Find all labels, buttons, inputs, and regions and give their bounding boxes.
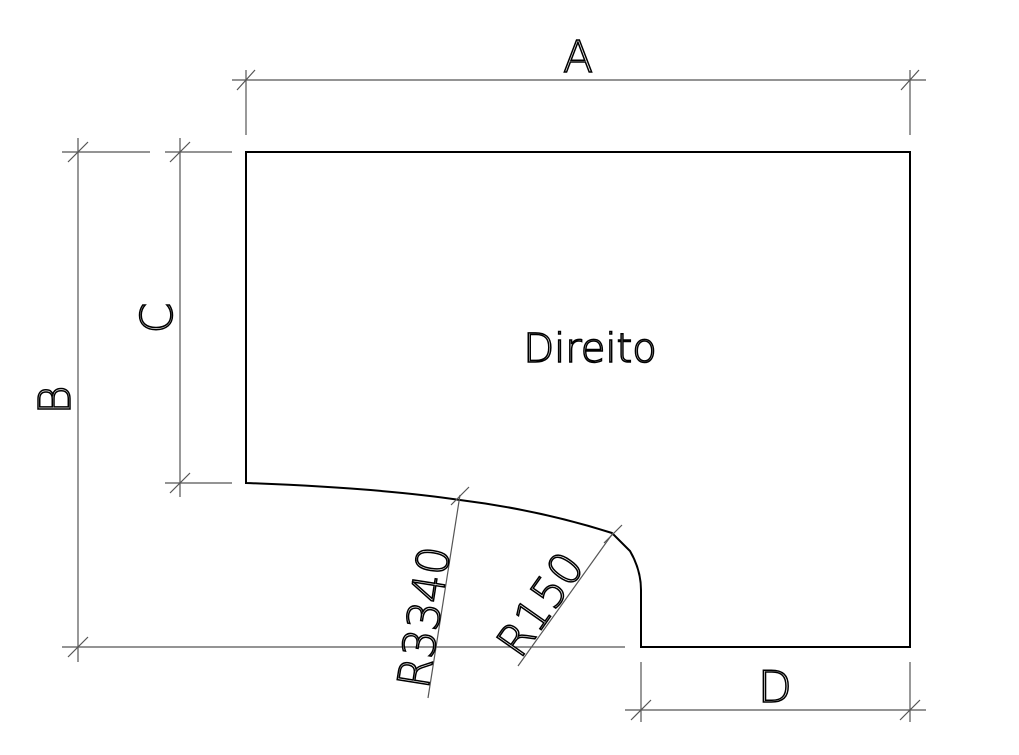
part-name-label: Direito [523,326,656,372]
radius-large-label: R3340 [388,543,461,692]
dimension-b: B [29,138,625,662]
dimension-a: A [232,31,926,135]
radius-large-leader: R3340 [388,486,470,699]
dimension-d-label: D [758,662,792,713]
dimension-c: C [131,138,232,497]
dimension-b-label: B [30,386,81,415]
radius-small-leader: R150 [486,524,623,667]
radius-small-label: R150 [487,543,594,666]
dimension-a-label: A [563,32,593,83]
part-outline [245,151,911,648]
dimension-d: D [625,661,926,722]
dimension-c-label: C [132,303,183,334]
